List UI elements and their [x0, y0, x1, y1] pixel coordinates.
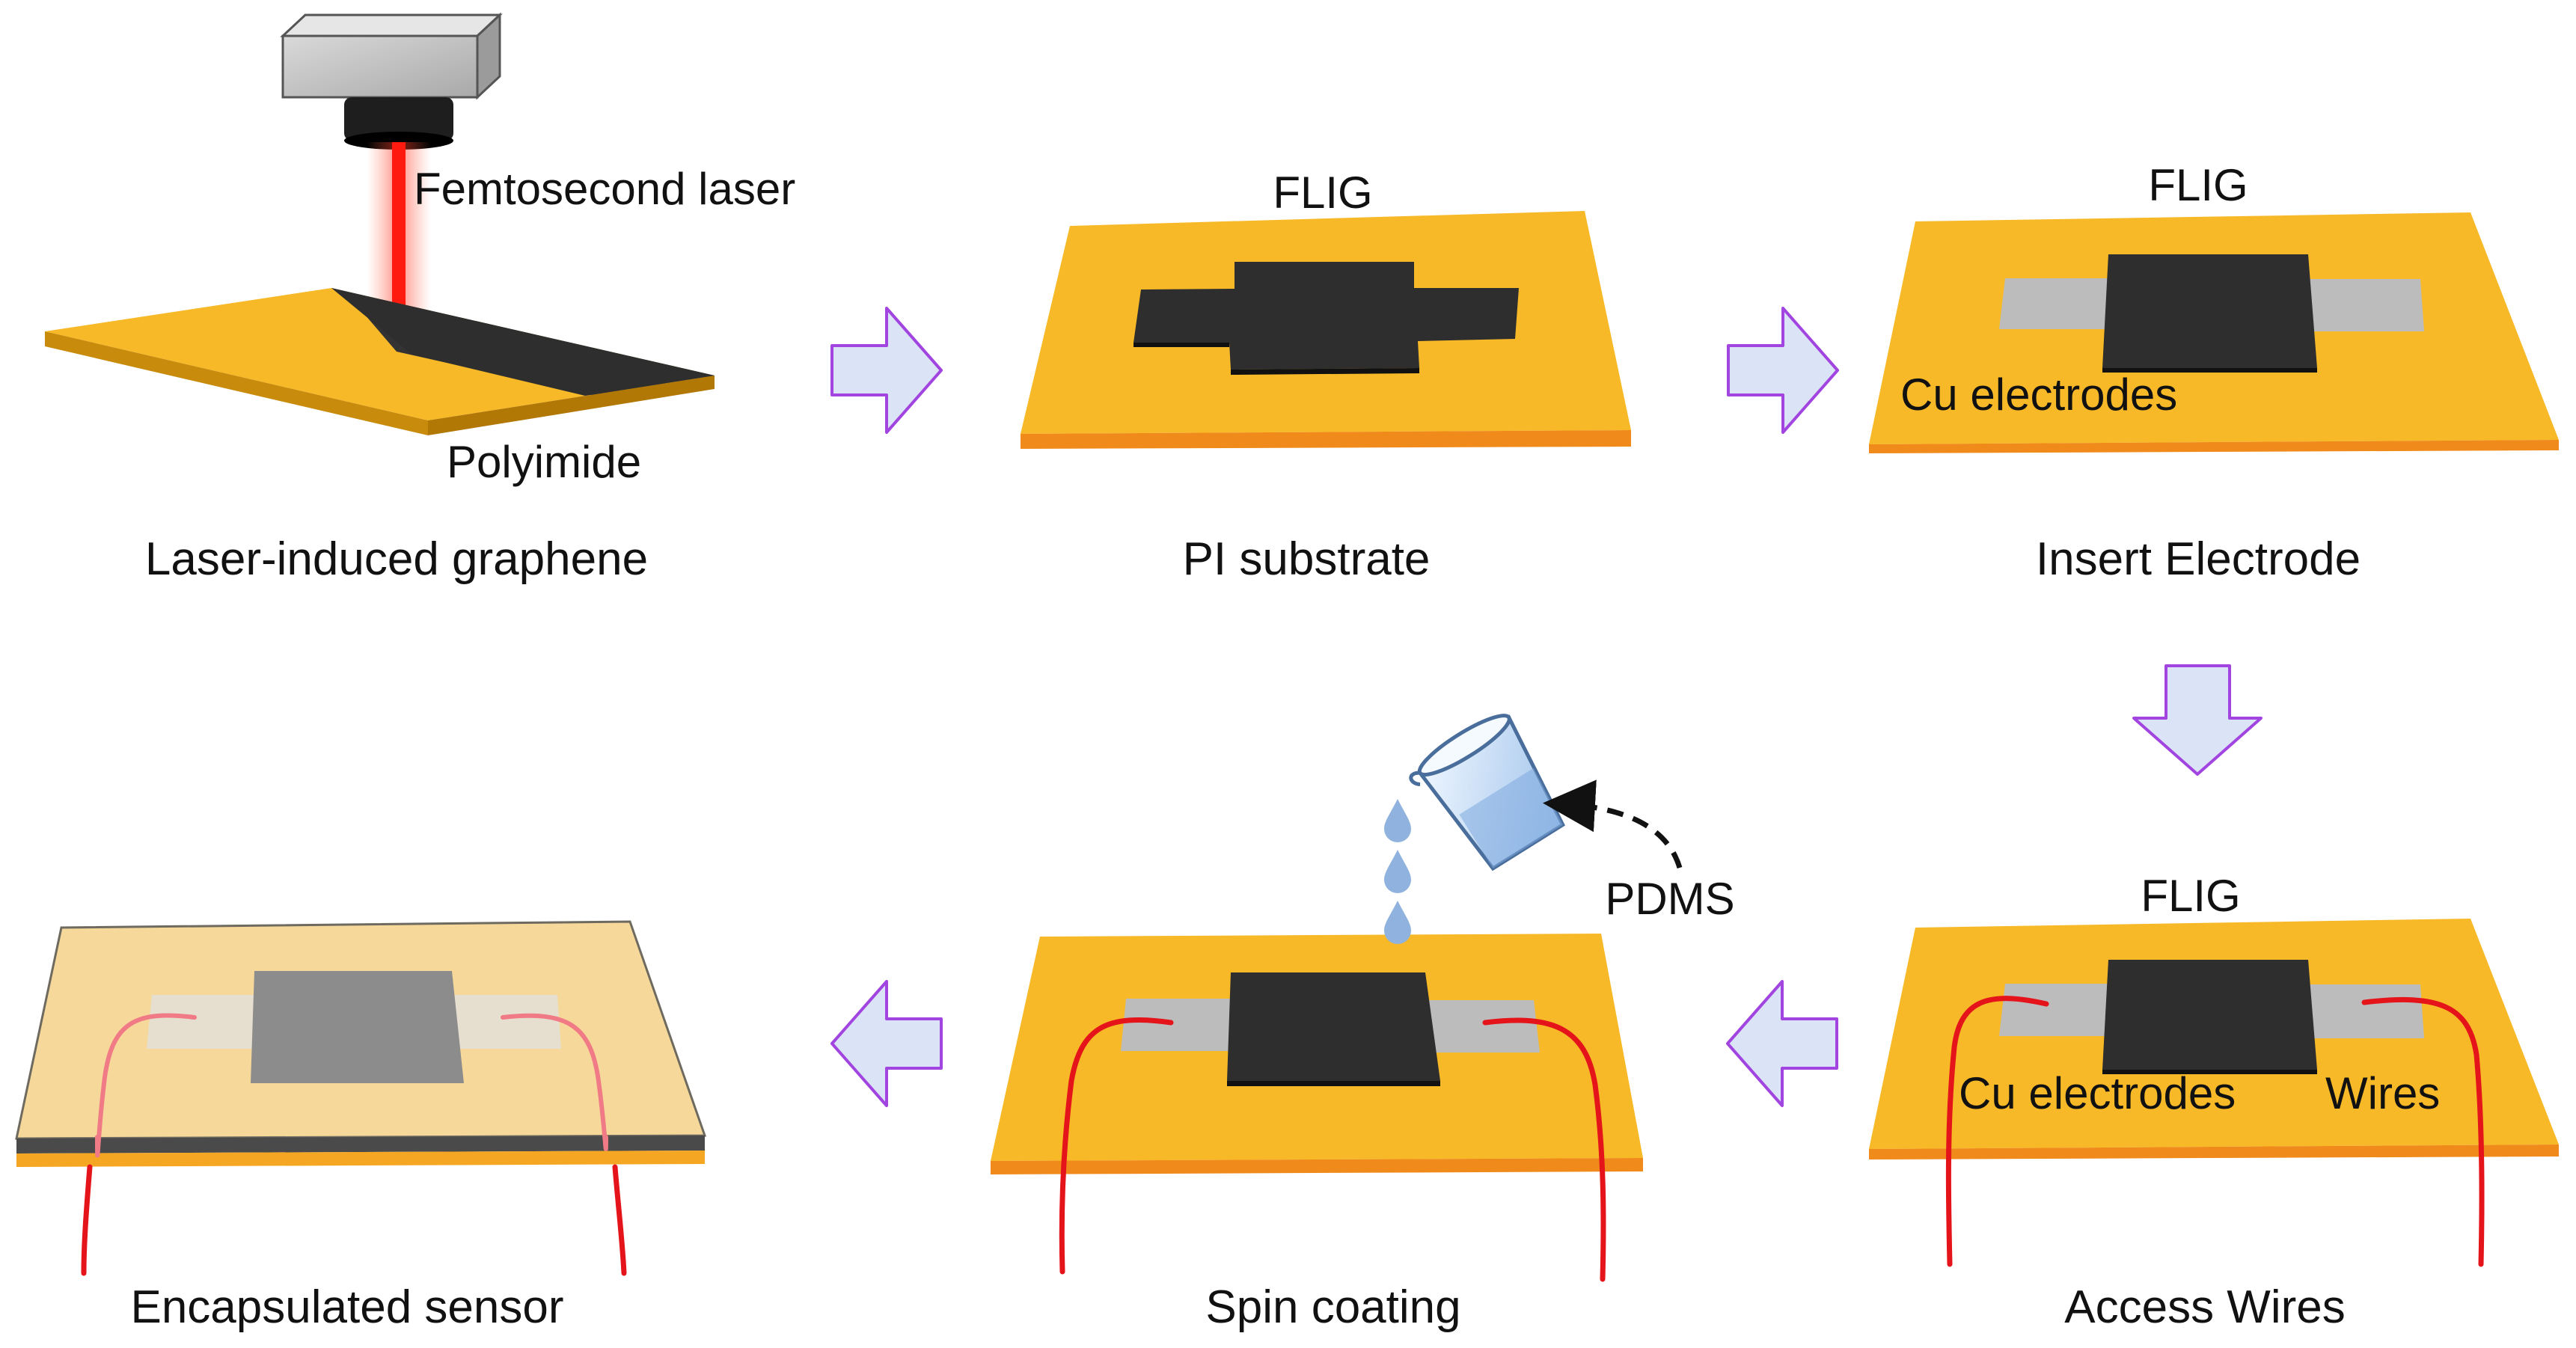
right-arrow-icon: [1727, 307, 1839, 434]
step-laser-induced-graphene: Femtosecond laser Polyimide Laser-induce…: [45, 12, 795, 585]
wires: [81, 1164, 627, 1276]
cu-electrodes: [147, 995, 561, 1049]
flig-label: FLIG: [2141, 871, 2240, 921]
step-encapsulated-sensor: Encapsulated sensor: [15, 920, 707, 1333]
flig-pattern: [1133, 262, 1519, 375]
wires: [1059, 1017, 1606, 1282]
laser-label: Femtosecond laser: [414, 164, 795, 214]
flig-label: FLIG: [1273, 168, 1372, 218]
flig-label: FLIG: [2148, 160, 2248, 210]
cu-electrodes-label: Cu electrodes: [1959, 1068, 2236, 1118]
wires-label: Wires: [2325, 1068, 2440, 1118]
polyimide-sheet: [45, 288, 715, 435]
step-caption: Spin coating: [1205, 1281, 1460, 1333]
step-caption: Access Wires: [2064, 1281, 2345, 1333]
flig-pattern: [2102, 960, 2317, 1074]
right-arrow-icon: [830, 307, 943, 434]
wires: [95, 1013, 608, 1158]
flig-pattern: [1227, 972, 1440, 1086]
flig-pattern: [251, 971, 464, 1083]
step-caption: Encapsulated sensor: [130, 1281, 563, 1333]
step-caption: Insert Electrode: [2036, 533, 2361, 585]
pdms-pointer-arrow: [1543, 779, 1683, 869]
droplet-icon: [1384, 799, 1411, 944]
step-caption: Laser-induced graphene: [145, 533, 648, 585]
step-caption: PI substrate: [1183, 533, 1431, 585]
wires: [1945, 996, 2485, 1267]
step-pi-substrate: FLIG PI substrate: [1021, 168, 1631, 585]
flig-pattern: [2102, 254, 2317, 373]
polyimide-label: Polyimide: [447, 437, 641, 487]
step-insert-electrode: FLIG Cu electrodes Insert Electrode: [1869, 160, 2559, 585]
beaker-icon: [1409, 714, 1565, 871]
step-spin-coating: PDMS Spin coating: [991, 714, 1735, 1333]
left-arrow-icon: [1726, 980, 1838, 1107]
cu-electrodes: [1121, 999, 1540, 1053]
step-access-wires: FLIG Cu electrodes Wires Access Wires: [1869, 871, 2559, 1333]
pdms-label: PDMS: [1605, 874, 1734, 924]
down-arrow-icon: [2132, 664, 2263, 776]
cu-electrodes: [1999, 278, 2424, 331]
cu-electrodes-label: Cu electrodes: [1900, 370, 2177, 420]
laser-head-icon: [280, 12, 503, 150]
left-arrow-icon: [830, 980, 943, 1107]
